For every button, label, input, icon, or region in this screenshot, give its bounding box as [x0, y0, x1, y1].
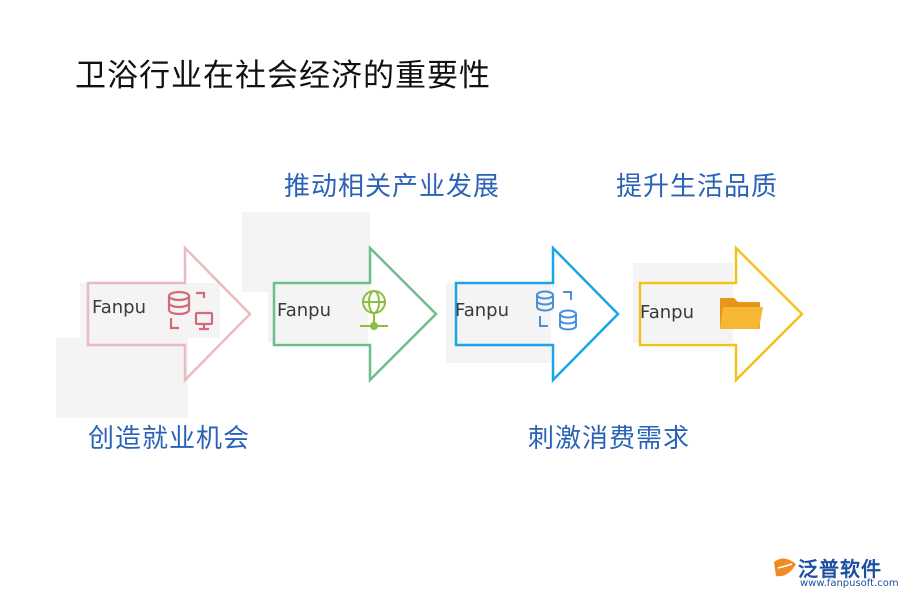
fanpu-logo-icon [774, 558, 796, 577]
arrow-step-2 [272, 244, 438, 384]
logo-url: www.fanpusoft.com [800, 578, 899, 589]
arrow-step-1 [86, 244, 252, 384]
arrow-step-4 [638, 244, 804, 384]
placeholder-box [56, 338, 188, 418]
step-3-tag: Fanpu [455, 300, 509, 321]
arrow-step-3 [454, 244, 620, 384]
step-1-tag: Fanpu [92, 297, 146, 318]
step-4-label: 提升生活品质 [616, 172, 779, 202]
step-4-tag: Fanpu [640, 302, 694, 323]
folder-icon [720, 298, 763, 329]
logo-name: 泛普软件 [798, 557, 882, 581]
step-1-label: 创造就业机会 [88, 424, 251, 454]
database-computer-icon [167, 290, 214, 331]
database-sync-icon [536, 290, 577, 331]
globe-network-icon [360, 290, 388, 330]
page-title: 卫浴行业在社会经济的重要性 [75, 58, 491, 94]
placeholder-box [268, 283, 368, 343]
step-2-label: 推动相关产业发展 [284, 172, 501, 202]
placeholder-box [633, 263, 733, 343]
step-3-label: 刺激消费需求 [528, 424, 691, 454]
placeholder-box [446, 283, 551, 363]
step-2-tag: Fanpu [277, 300, 331, 321]
placeholder-box [242, 212, 370, 292]
